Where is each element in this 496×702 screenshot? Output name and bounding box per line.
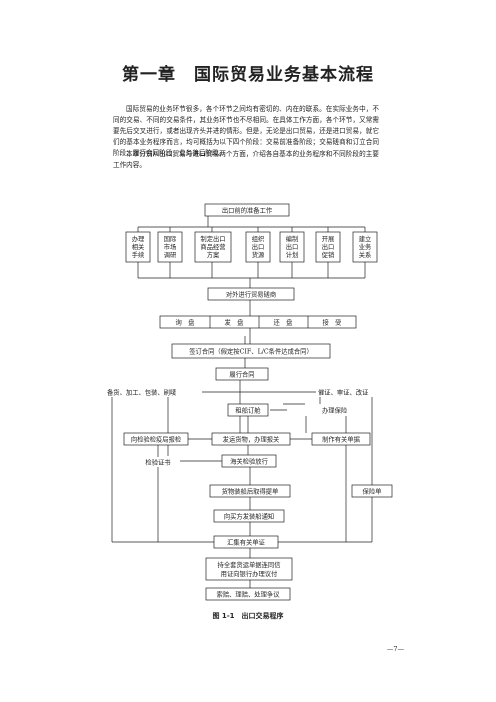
- booking-box: 租船订舱: [235, 406, 261, 415]
- prep-step-label: 调研: [164, 250, 177, 259]
- prep-step-label: 计划: [286, 250, 299, 259]
- lc-label: 催证、审证、改证: [318, 388, 369, 397]
- make-docs-box: 制作有关单据: [322, 435, 360, 444]
- prep-step-label: 手续: [132, 250, 145, 259]
- figure-caption: 图 1-1 出口交易程序: [212, 612, 284, 620]
- prep-step-label: 相关: [132, 242, 145, 251]
- prep-step-label: 关系: [359, 250, 372, 259]
- perform-box: 履行合同: [229, 370, 254, 379]
- prep-step-label: 编制: [286, 234, 299, 243]
- policy-box: 保险单: [363, 487, 382, 496]
- prep-step-label: 建立: [359, 234, 372, 243]
- settle-box: 索赔、理赔、处理争议: [217, 590, 281, 599]
- negotiation-step: 还 盘: [274, 318, 294, 327]
- prep-step-label: 出口: [322, 242, 335, 251]
- insurance-label: 办理保险: [322, 406, 348, 415]
- negotiate-box: 对外进行贸易磋商: [226, 290, 276, 299]
- prep-steps: 办理 相关 手续 国际 市场 调研 制定出口 商品经营 方案 组织 出口 货源 …: [125, 231, 378, 263]
- negotiation-step: 发 盘: [225, 318, 245, 327]
- contract-box: 签订合同（假定按CIF、L/C条件达成合同）: [189, 347, 313, 356]
- negotiation-step: 接 受: [323, 318, 342, 327]
- prep-step-label: 业务: [359, 242, 372, 251]
- chapter-title: 第一章 国际贸易业务基本流程: [122, 65, 374, 85]
- shipping-box: 发运货物，办理报关: [223, 435, 280, 444]
- prep-step-label: 制定出口: [200, 234, 225, 243]
- notify-box: 向买方发装船通知: [224, 512, 274, 521]
- prep-step-label: 出口: [252, 242, 265, 251]
- certificate-label: 检验证书: [145, 458, 170, 467]
- prep-box: 出口前的准备工作: [222, 206, 273, 215]
- prep-step-label: 出口: [286, 242, 299, 251]
- intro-paragraph: 国际贸易的业务环节很多，各个环节之间均有密切的、内在的联系。在实际业务中，不同的…: [113, 104, 379, 158]
- prep-step-label: 开展: [322, 235, 335, 243]
- customs-release-box: 海关检验放行: [230, 457, 268, 466]
- negotiation-step: 询 盘: [176, 318, 196, 327]
- bill-of-lading-box: 货物装船后取得提单: [222, 487, 279, 496]
- prep-step-label: 促销: [322, 250, 335, 259]
- inspection-apply-box: 向检验检疫局报检: [131, 435, 182, 444]
- prep-step-label: 办理: [132, 234, 145, 243]
- prep-step-label: 方案: [207, 250, 220, 259]
- prep-step-label: 货源: [252, 250, 265, 259]
- prep-step-label: 商品经营: [200, 242, 225, 251]
- page-number: —7—: [386, 645, 404, 653]
- present-docs-line: 用证向银行办理议付: [221, 569, 278, 578]
- prep-step-label: 市场: [164, 242, 177, 251]
- goods-prep-label: 备货、加工、包装、刷唛: [107, 388, 177, 397]
- present-docs-line: 持全套货运单据连同信: [218, 560, 281, 569]
- collect-docs-box: 汇集有关单证: [227, 538, 265, 547]
- prep-step-label: 国际: [164, 234, 177, 243]
- scope-paragraph: 本章分别从出口贸易与进口贸易两个方面，介绍各自基本的业务程序和不同阶段的主要工作…: [113, 149, 379, 169]
- prep-step-label: 组织: [252, 234, 265, 243]
- negotiation-steps: 询 盘 发 盘 还 盘 接 受: [159, 315, 357, 329]
